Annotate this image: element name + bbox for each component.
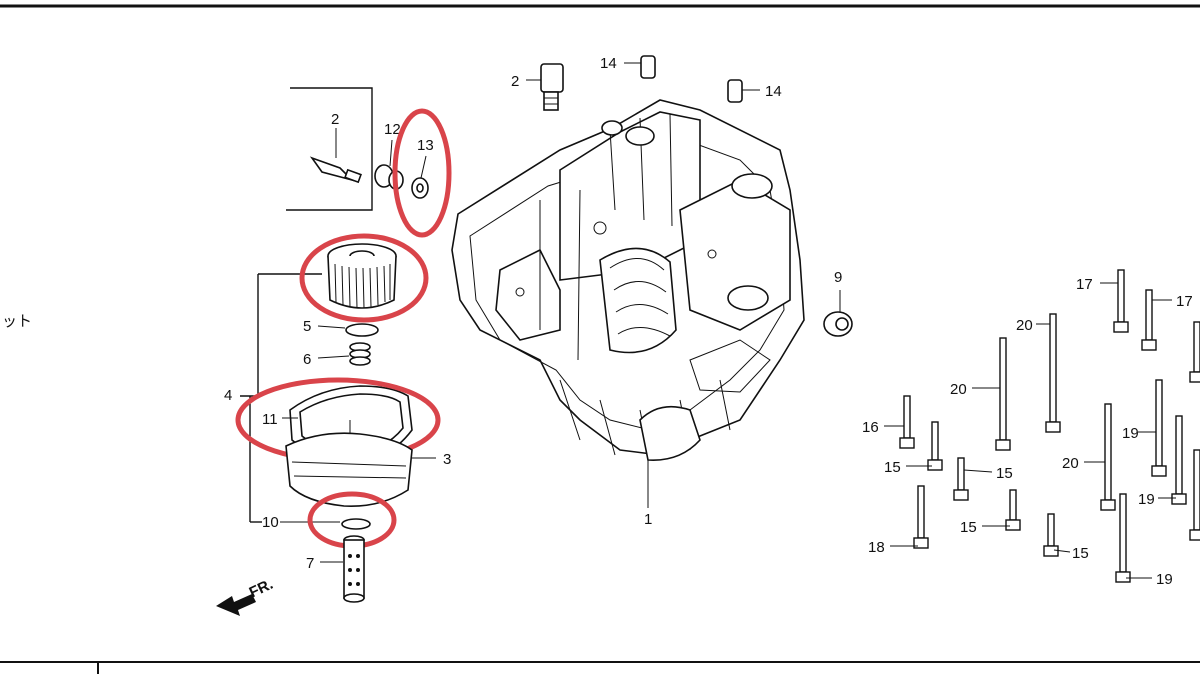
part-3-oil-pan-cover [285, 432, 413, 507]
callout-9: 9 [834, 269, 842, 286]
side-text: ット [2, 313, 32, 330]
part-7-strainer [343, 535, 365, 603]
callout-4: 4 [224, 387, 232, 404]
callout-20b: 20 [950, 381, 967, 398]
callout-7: 7 [306, 555, 314, 572]
callout-20a: 20 [1016, 317, 1033, 334]
callout-10: 10 [262, 514, 279, 531]
part-1-crankcase [451, 99, 805, 461]
callout-19b: 19 [1138, 491, 1155, 508]
front-arrow [216, 594, 256, 616]
part-5-oring [345, 323, 379, 337]
callout-20c: 20 [1062, 455, 1079, 472]
callout-15a: 15 [884, 459, 901, 476]
callout-11: 11 [262, 411, 278, 428]
callout-17b: 17 [1176, 293, 1193, 310]
part-2-sensor-small [309, 128, 362, 184]
callout-1: 1 [644, 511, 652, 528]
part-oil-filter [327, 243, 397, 309]
callout-13: 13 [417, 137, 434, 154]
part-14-dowel-a [640, 55, 656, 79]
callout-6: 6 [303, 351, 311, 368]
callout-14a: 14 [600, 55, 617, 72]
part-10-oring [341, 518, 371, 530]
part-2-sensor-top [540, 63, 564, 111]
part-9-seal [823, 290, 853, 337]
callout-2b: 2 [511, 73, 519, 90]
bolt-leader-lines [884, 282, 1176, 579]
part-13-washer [411, 155, 429, 199]
callout-15d: 15 [1072, 545, 1089, 562]
callout-18: 18 [868, 539, 885, 556]
callout-15c: 15 [960, 519, 977, 536]
callout-5: 5 [303, 318, 311, 335]
callout-19a: 19 [1122, 425, 1139, 442]
part-14-dowel-b [727, 79, 743, 103]
highlight-oil-filter [299, 233, 429, 323]
bolts-group [899, 269, 1200, 583]
callout-16: 16 [862, 419, 879, 436]
callout-15b: 15 [996, 465, 1013, 482]
callout-2a: 2 [331, 111, 339, 128]
highlight-13 [392, 108, 452, 238]
bracket-box [286, 87, 373, 211]
callout-17a: 17 [1076, 276, 1093, 293]
fr-label: FR. [247, 576, 276, 602]
callout-19c: 19 [1156, 571, 1173, 588]
callout-3: 3 [443, 451, 451, 468]
callout-12: 12 [384, 121, 401, 138]
part-6-spring [349, 342, 371, 366]
callout-14b: 14 [765, 83, 782, 100]
